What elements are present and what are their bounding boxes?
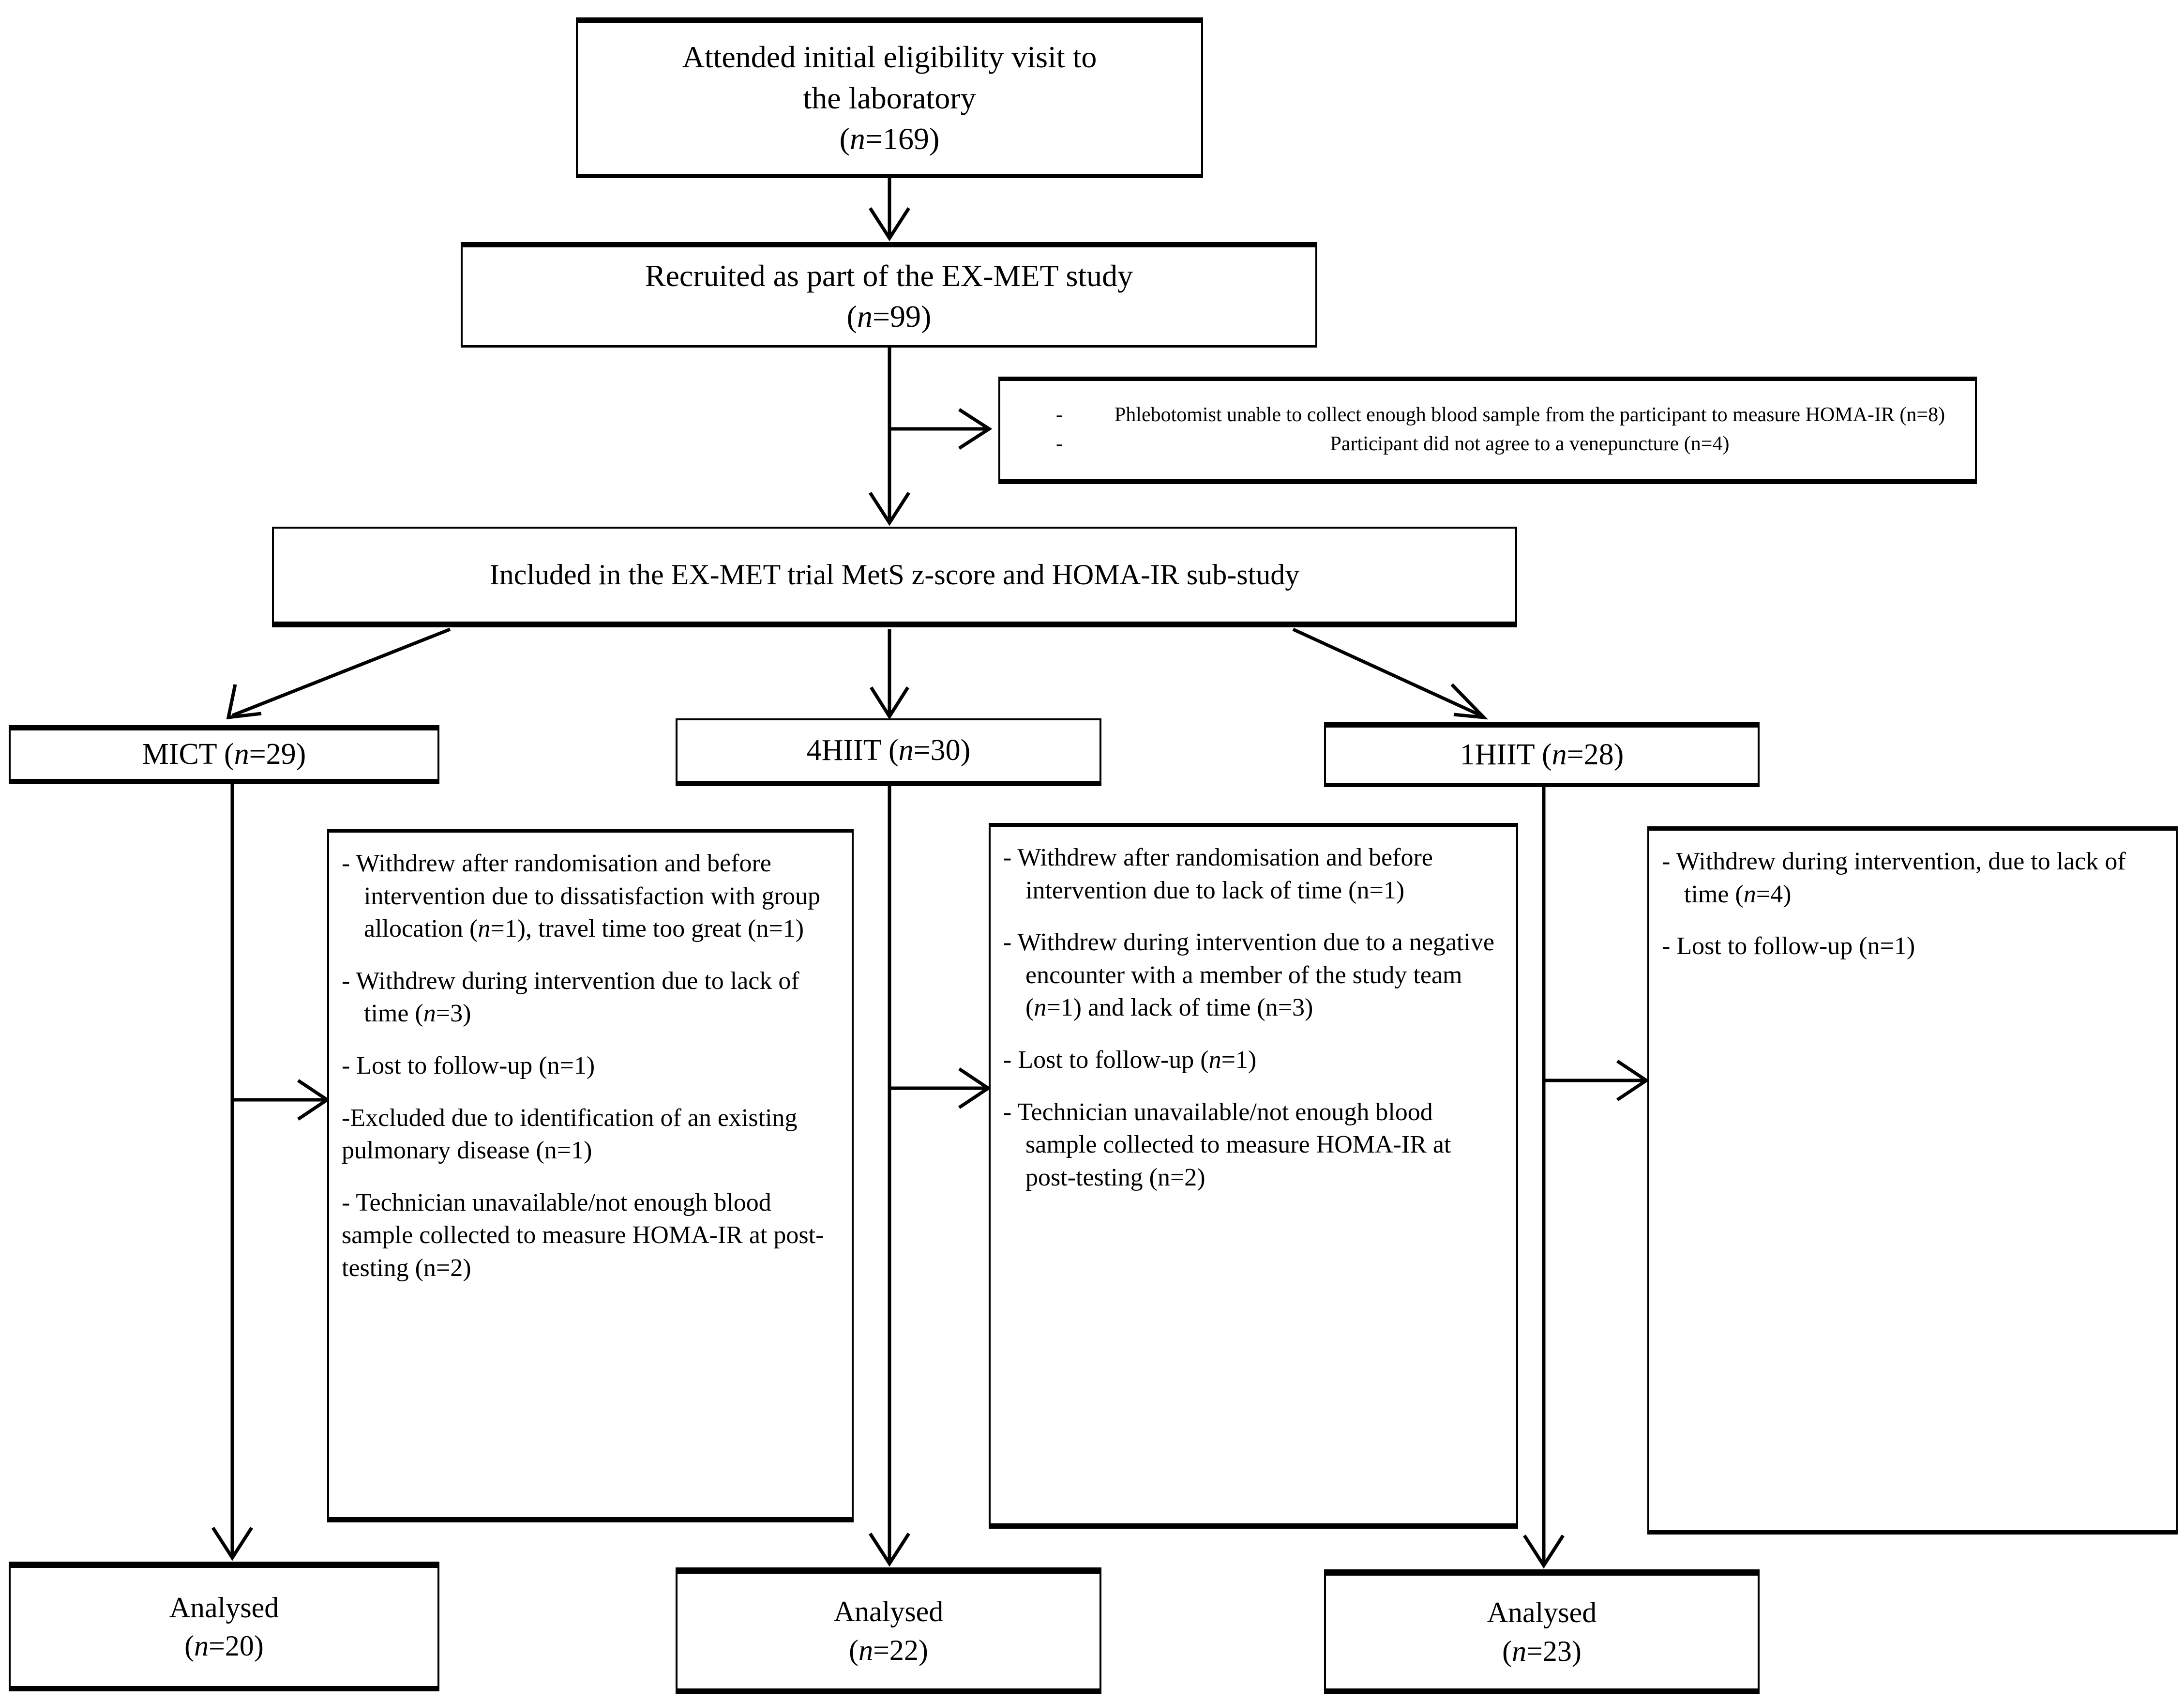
- node-recruited-ex-met-study: Recruited as part of the EX-MET study (n…: [461, 242, 1317, 348]
- dropout-item-mict-1: - Withdrew after randomisation and befor…: [342, 850, 821, 943]
- node-dropouts-4hiit: - Withdrew after randomisation and befor…: [989, 823, 1518, 1529]
- node-group-1hiit: 1HIIT (n=28): [1324, 722, 1760, 787]
- dropout-item-mict-4: -Excluded due to identification of an ex…: [342, 1104, 798, 1165]
- group-label-1hiit: 1HIIT (n=28): [1460, 738, 1624, 772]
- node-dropouts-mict: - Withdrew after randomisation and befor…: [327, 829, 854, 1522]
- dash-bullet-icon: -: [1056, 404, 1063, 426]
- dropout-item-1hiit-1: - Withdrew during intervention, due to l…: [1662, 848, 2126, 908]
- node-included-in-substudy: Included in the EX-MET trial MetS z-scor…: [272, 527, 1517, 627]
- analysed-count-1hiit: (n=23): [1502, 1635, 1582, 1667]
- exclusion-reason-1: Phlebotomist unable to collect enough bl…: [1114, 404, 1945, 426]
- italic-n: n: [859, 1634, 874, 1666]
- screened-line-2: the laboratory: [803, 80, 976, 115]
- dropout-item-4hiit-2: - Withdrew during intervention due to a …: [1003, 928, 1494, 1022]
- dropout-item-4hiit-3: - Lost to follow-up (n=1): [1003, 1046, 1257, 1074]
- analysed-count-mict: (n=20): [184, 1630, 264, 1662]
- dropout-item-mict-5: - Technician unavailable/not enough bloo…: [342, 1188, 824, 1282]
- analysed-label-mict: Analysed: [169, 1591, 279, 1624]
- recruited-line-1: Recruited as part of the EX-MET study: [645, 258, 1133, 293]
- dropout-item-mict-2: - Withdrew during intervention due to la…: [342, 967, 799, 1028]
- italic-n: n: [849, 122, 865, 156]
- italic-n: n: [857, 299, 873, 334]
- screened-n-value: =169): [865, 122, 940, 156]
- included-line-1: Included in the EX-MET trial MetS z-scor…: [489, 559, 1300, 591]
- arrow-included-to-mict: [231, 627, 451, 717]
- node-exclusion-reasons: - Phlebotomist unable to collect enough …: [998, 377, 1977, 484]
- list-item: - Participant did not agree to a venepun…: [1015, 430, 1966, 459]
- node-analysed-mict: Analysed (n=20): [9, 1562, 439, 1691]
- italic-n: n: [1551, 738, 1567, 772]
- node-analysed-1hiit: Analysed (n=23): [1324, 1569, 1760, 1694]
- screened-line-1: Attended initial eligibility visit to: [682, 40, 1097, 75]
- exclusion-reason-list: - Phlebotomist unable to collect enough …: [1015, 401, 1966, 458]
- group-label-4hiit: 4HIIT (n=30): [806, 733, 971, 767]
- analysed-count-4hiit: (n=22): [849, 1634, 928, 1666]
- dropout-item-1hiit-2: - Lost to follow-up (n=1): [1662, 932, 1915, 960]
- dash-bullet-icon: -: [1056, 433, 1063, 455]
- analysed-label-1hiit: Analysed: [1487, 1596, 1597, 1629]
- analysed-label-4hiit: Analysed: [833, 1596, 944, 1628]
- italic-n: n: [194, 1630, 209, 1662]
- node-attended-eligibility-visit: Attended initial eligibility visit to th…: [576, 17, 1203, 178]
- node-group-mict: MICT (n=29): [9, 725, 439, 784]
- italic-n: n: [234, 738, 249, 771]
- arrow-included-to-1hiit: [1292, 627, 1482, 717]
- recruited-n-value: =99): [872, 299, 932, 334]
- node-dropouts-1hiit: - Withdrew during intervention, due to l…: [1647, 826, 2178, 1535]
- recruited-count: (n=99): [846, 299, 932, 334]
- group-label-mict: MICT (n=29): [142, 738, 306, 771]
- exclusion-reason-2: Participant did not agree to a venepunct…: [1330, 433, 1730, 455]
- node-group-4hiit: 4HIIT (n=30): [676, 718, 1101, 786]
- dropout-item-mict-3: - Lost to follow-up (n=1): [342, 1051, 595, 1079]
- dropout-item-4hiit-4: - Technician unavailable/not enough bloo…: [1003, 1098, 1451, 1191]
- screened-count: (n=169): [839, 122, 940, 156]
- list-item: - Phlebotomist unable to collect enough …: [1015, 401, 1966, 430]
- italic-n: n: [898, 733, 914, 767]
- dropout-item-4hiit-1: - Withdrew after randomisation and befor…: [1003, 844, 1433, 904]
- node-analysed-4hiit: Analysed (n=22): [676, 1567, 1101, 1694]
- italic-n: n: [1512, 1635, 1527, 1667]
